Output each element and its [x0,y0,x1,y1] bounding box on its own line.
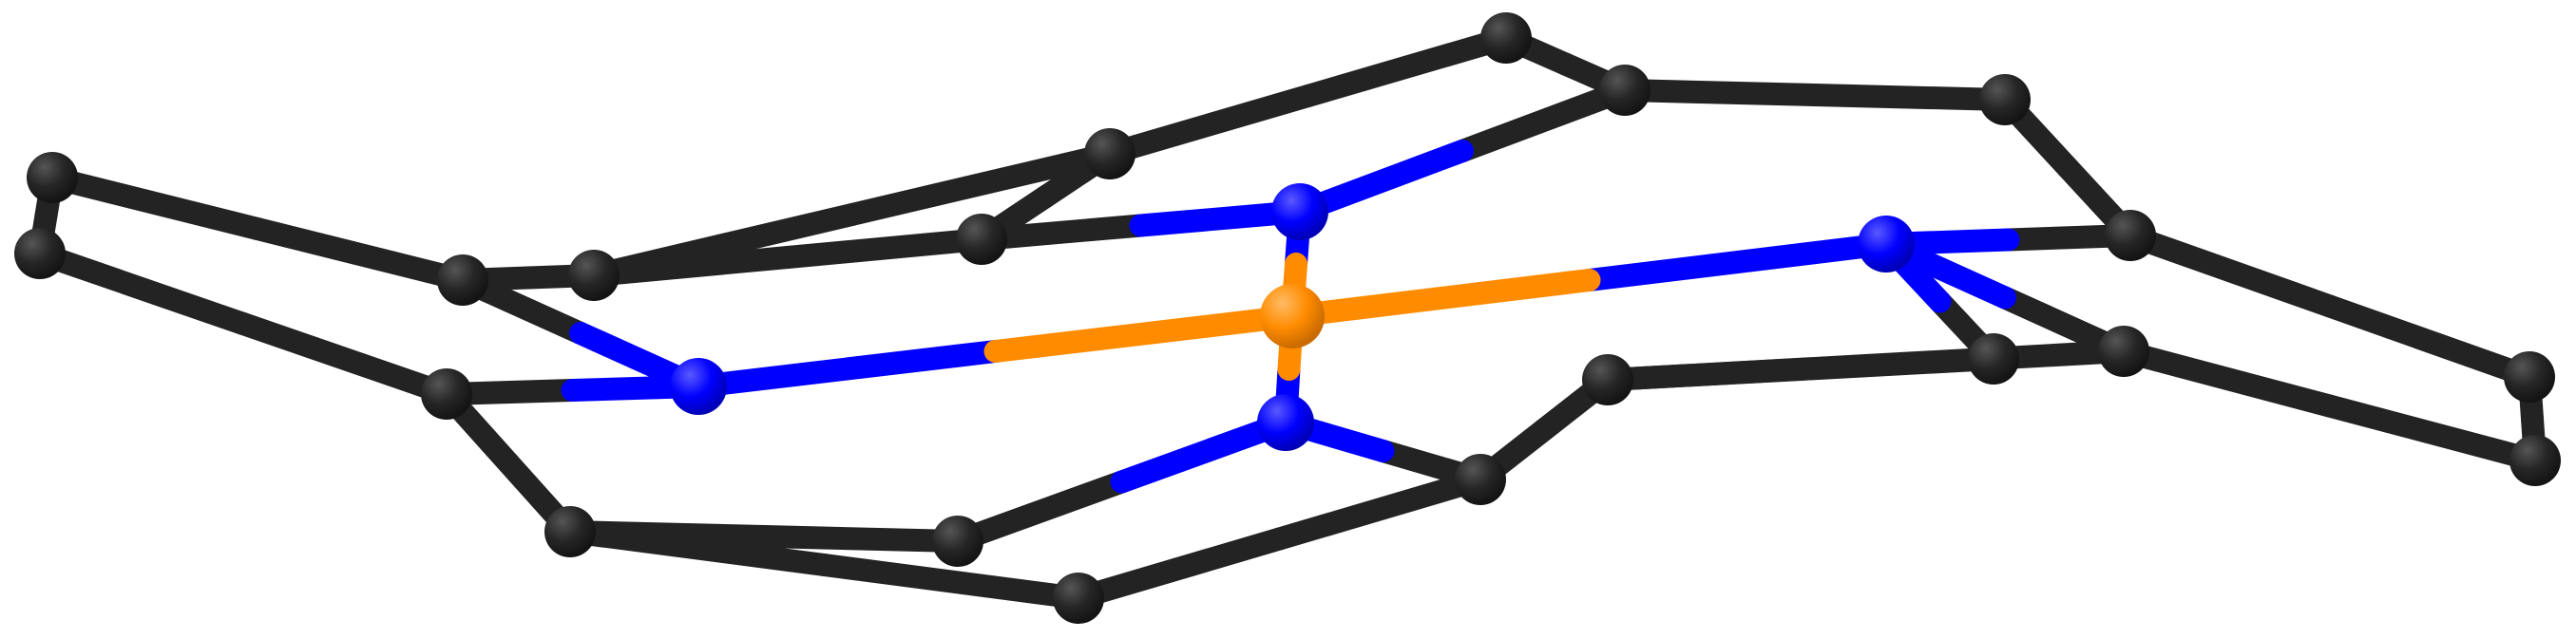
bond-n3-m [1281,233,1898,328]
carbon-atom-icon [1979,74,2031,125]
bond-half [246,217,474,291]
bond-half [776,228,993,269]
carbon-atom-icon [421,368,472,420]
carbon-atom-icon [544,506,596,557]
carbon-atom-icon [956,214,1007,265]
bond-c1-c3 [41,166,474,291]
bond-half [2112,340,2341,418]
bond-c4-c7 [582,228,993,287]
bond-c18-n4 [946,411,1297,553]
carbon-atom-icon [1480,12,1532,64]
bond-c5-n1 [435,375,710,405]
bond-c12-c19 [2119,224,2541,388]
atoms-layer [14,12,2561,624]
bond-half [1451,79,1636,162]
carbon-atom-icon [437,254,488,306]
bond-half [232,312,458,405]
carbon-atom-icon [14,228,66,279]
bond-half [1613,79,1826,106]
bond-half [2318,394,2547,472]
bond-half [559,520,836,576]
bond-half [582,246,799,287]
bond-c16-c17 [1067,468,1492,610]
bond-half [41,166,269,240]
bond-half [1110,411,1297,494]
bond-c10-n2 [1288,79,1636,223]
bond-c6-c17 [559,520,1090,610]
carbon-atom-icon [1599,65,1651,116]
bond-half [1577,233,1898,291]
bond-half [1268,468,1492,551]
carbon-atom-icon [27,152,78,203]
bond-half [1281,269,1601,328]
carbon-atom-icon [1582,354,1633,405]
bond-c10-c11 [1613,79,2016,111]
bond-c8-c9 [1098,27,1517,165]
bond-c14-c15 [1596,340,2135,391]
bond-c16-n4 [1274,411,1492,491]
bond-c2-c5 [29,242,458,405]
bond-c14-c20 [2112,340,2547,472]
carbon-atom-icon [1455,454,1506,505]
bond-half [2318,294,2541,388]
bond-half [1288,140,1474,223]
bond-half [946,470,1134,553]
carbon-atom-icon [568,250,620,301]
bond-n1-m [687,305,1304,398]
nitrogen-atom-icon [1257,394,1314,451]
nitrogen-atom-icon [670,358,727,415]
bond-half [983,305,1304,363]
bond-half [1803,84,2016,111]
bond-half [1067,527,1291,610]
bond-half [812,554,1090,610]
bond-half [1098,85,1320,165]
bond-half [840,142,1121,226]
bond-half [1296,27,1517,107]
carbon-atom-icon [2504,351,2555,403]
carbon-atom-icon [932,516,983,567]
bond-c5-c6 [435,383,582,543]
carbon-atom-icon [2098,326,2149,377]
bond-half [970,214,1153,251]
carbon-atom-icon [1053,573,1104,624]
bond-half [753,525,969,553]
bond-c12-n3 [1875,224,2142,255]
bond-c11-c12 [1994,88,2142,247]
bond-half [687,340,1007,398]
carbon-atom-icon [2509,435,2561,486]
carbon-atom-icon [1968,333,2019,385]
carbon-atom-icon [1084,128,1135,179]
nitrogen-atom-icon [1271,183,1328,240]
metal-atom-icon [1260,284,1325,348]
bond-half [1596,354,1878,391]
bond-half [29,242,255,335]
bonds-layer [29,27,2547,610]
nitrogen-atom-icon [1858,216,1915,273]
carbon-atom-icon [2105,210,2156,261]
bond-half [2119,224,2341,318]
